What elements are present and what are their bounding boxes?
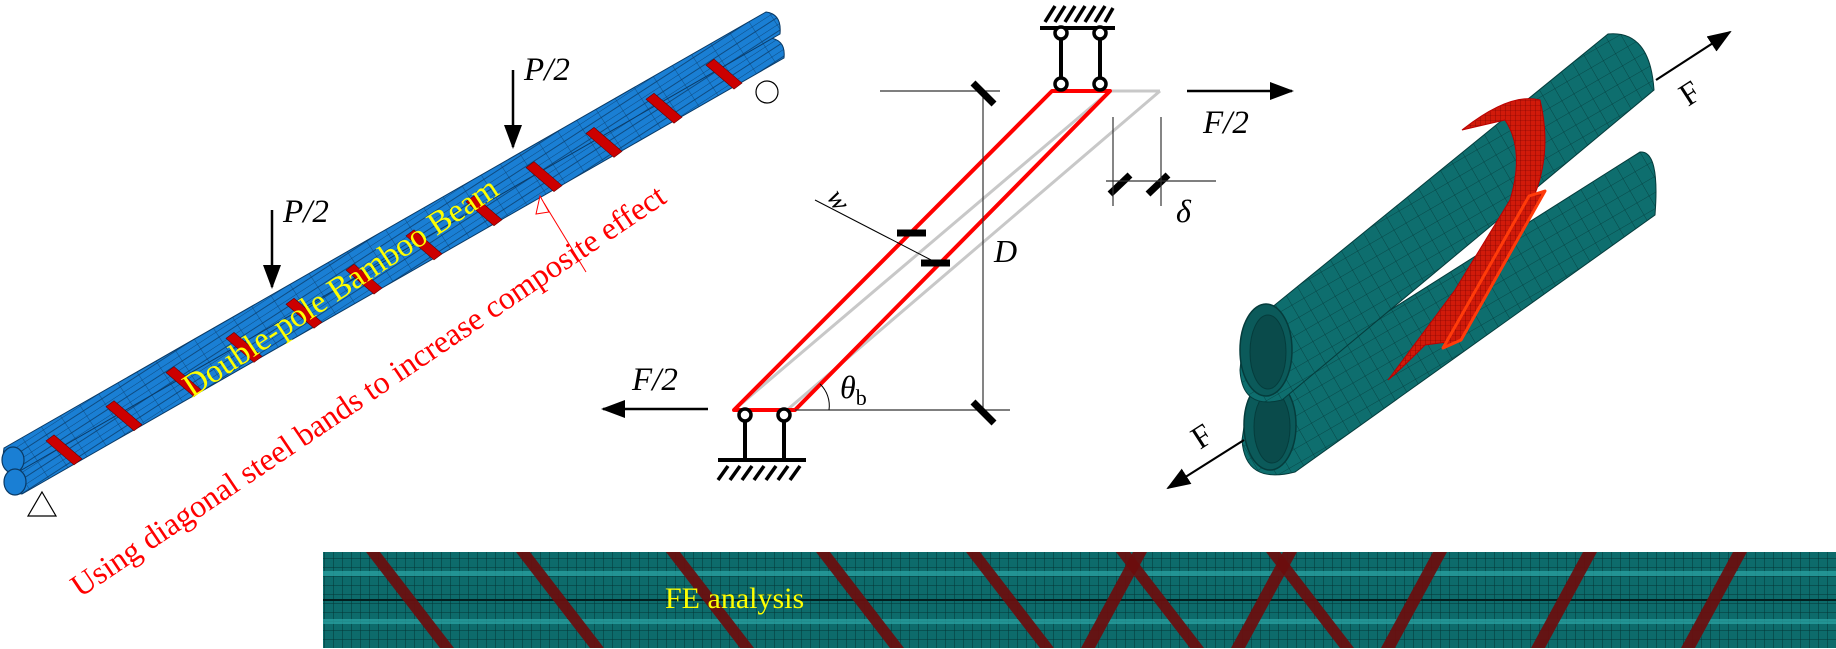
fe-strip-band (1266, 552, 1354, 648)
fe-strip-band (816, 552, 904, 648)
fe-strip-band (1231, 552, 1297, 648)
fe-strip-bands (366, 552, 1747, 648)
fe-model-panel: F F (1166, 30, 1732, 490)
fe-strip-band (1116, 552, 1204, 648)
steel-band (465, 195, 503, 227)
slip-dimension (1106, 117, 1216, 206)
depth-dimension (795, 90, 1010, 411)
dimension-tick-marks (897, 80, 1171, 426)
steel-band (645, 92, 683, 124)
fe-band-highlight (1441, 189, 1547, 350)
top-support-icon (1040, 5, 1115, 92)
depth-label: D (993, 233, 1017, 269)
fe-strip-band (516, 552, 604, 648)
load-label-1: P/2 (282, 194, 329, 230)
bottom-support-icon (716, 407, 806, 482)
pin-support-icon (26, 490, 58, 517)
angle-arc (819, 383, 830, 411)
fe-force-arrow-top (1655, 30, 1732, 81)
steel-band (525, 161, 563, 192)
load-label-2: P/2 (523, 52, 570, 88)
steel-band (225, 332, 263, 363)
width-leader (814, 199, 936, 263)
angle-label: θb (840, 369, 867, 410)
steel-band (585, 127, 623, 158)
fe-strip-band (1081, 552, 1147, 648)
steel-band (105, 400, 143, 432)
fe-strip-band (966, 552, 1054, 648)
steel-band (705, 58, 743, 90)
fe-tube-upper (1239, 33, 1655, 403)
steel-band (285, 297, 323, 329)
steel-band (345, 263, 383, 295)
slip-label: δ (1176, 193, 1192, 229)
annotation-pointer-head (535, 194, 550, 215)
fe-strip-band (1681, 552, 1747, 648)
beam-title: Double-pole Bamboo Beam (177, 170, 506, 405)
fe-strip-band (666, 552, 754, 648)
steel-band (405, 229, 443, 261)
fe-strip-band (366, 552, 454, 648)
steel-band (45, 434, 83, 466)
fe-force-arrow-bottom (1166, 439, 1245, 490)
steel-bands (45, 58, 743, 466)
fe-strip-band (1381, 552, 1447, 648)
fe-analysis-strip: FE analysis (323, 552, 1836, 648)
angle-subscript: b (856, 385, 867, 410)
force-label-right: F/2 (1202, 105, 1249, 141)
roller-support-icon (755, 80, 779, 104)
force-label-left: F/2 (631, 362, 678, 398)
bamboo-beam-panel: P/2 P/2 Double-pole Bamboo Beam Using di… (1, 11, 785, 604)
fe-force-label-bottom: F (1184, 416, 1219, 456)
annotation-pointer (543, 202, 587, 273)
fe-strip-band (1531, 552, 1597, 648)
fe-force-label-top: F (1672, 73, 1707, 113)
deformed-band-outline (733, 89, 1161, 412)
steel-band (165, 366, 203, 397)
fe-strip-highlight-bottom (323, 619, 1836, 624)
band-schematic-panel: D w δ θb F/2 F/2 (601, 5, 1294, 482)
angle-symbol: θ (840, 369, 856, 405)
pole-end-lower (3, 468, 27, 496)
steel-band-outline (732, 89, 1112, 412)
fe-strip-highlight-top (323, 571, 1836, 576)
fe-tube-upper-bore (1249, 314, 1287, 390)
fe-analysis-title: FE analysis (665, 582, 804, 615)
